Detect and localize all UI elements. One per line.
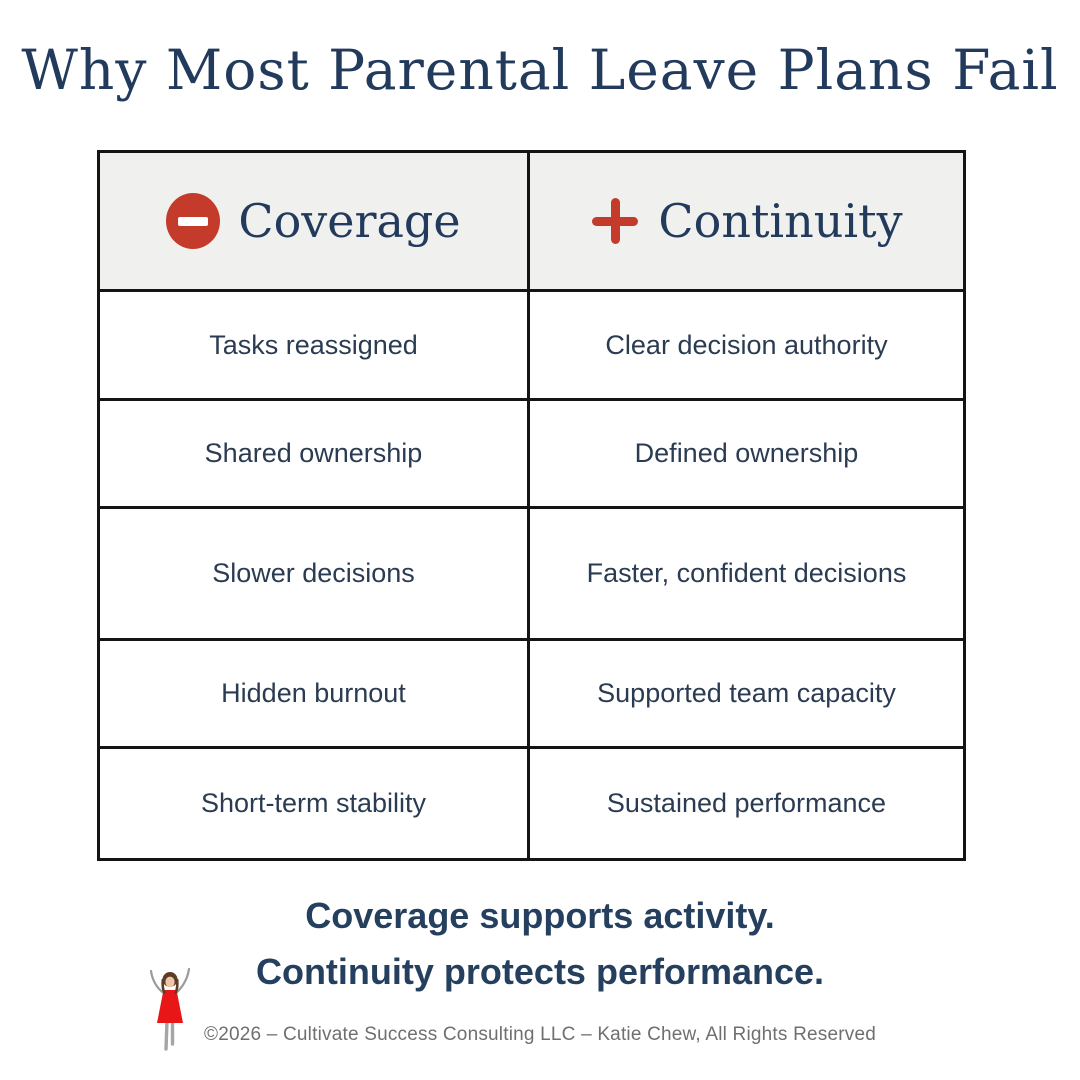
tagline: Coverage supports activity. Continuity p… (0, 888, 1080, 1000)
page-title: Why Most Parental Leave Plans Fail (21, 38, 1059, 102)
table-cell-coverage-4: Hidden burnout (100, 638, 530, 746)
column-header-coverage: Coverage (100, 153, 530, 289)
comparison-table: Coverage Continuity Tasks reassigned Cle… (97, 150, 966, 861)
cell-text: Shared ownership (204, 438, 423, 469)
cell-text: Tasks reassigned (209, 329, 418, 360)
cell-text: Hidden burnout (221, 678, 406, 709)
table-cell-continuity-5: Sustained performance (530, 746, 963, 858)
copyright-text: ©2026 – Cultivate Success Consulting LLC… (204, 1024, 876, 1045)
column-header-continuity: Continuity (530, 153, 963, 289)
cell-text: Slower decisions (212, 558, 415, 589)
table-cell-continuity-4: Supported team capacity (530, 638, 963, 746)
cell-text: Faster, confident decisions (586, 558, 907, 589)
cell-text: Defined ownership (634, 438, 859, 469)
celebrating-woman-illustration (144, 966, 196, 1054)
cell-text: Sustained performance (606, 788, 887, 819)
column-header-continuity-label: Continuity (658, 194, 903, 248)
table-cell-continuity-2: Defined ownership (530, 398, 963, 506)
tagline-line2: Continuity protects performance. (255, 950, 825, 992)
plus-icon (590, 196, 640, 246)
tagline-line1: Coverage supports activity. (305, 895, 775, 936)
minus-circle-icon (166, 193, 221, 249)
table-cell-coverage-2: Shared ownership (100, 398, 530, 506)
cell-text: Clear decision authority (605, 329, 888, 360)
table-cell-coverage-5: Short-term stability (100, 746, 530, 858)
cell-text: Supported team capacity (597, 678, 896, 709)
table-cell-coverage-1: Tasks reassigned (100, 289, 530, 398)
cell-text: Short-term stability (200, 788, 427, 819)
column-header-coverage-label: Coverage (238, 194, 461, 248)
table-cell-coverage-3: Slower decisions (100, 506, 530, 638)
minus-bar (178, 216, 209, 226)
table-cell-continuity-1: Clear decision authority (530, 289, 963, 398)
table-cell-continuity-3: Faster, confident decisions (530, 506, 963, 638)
